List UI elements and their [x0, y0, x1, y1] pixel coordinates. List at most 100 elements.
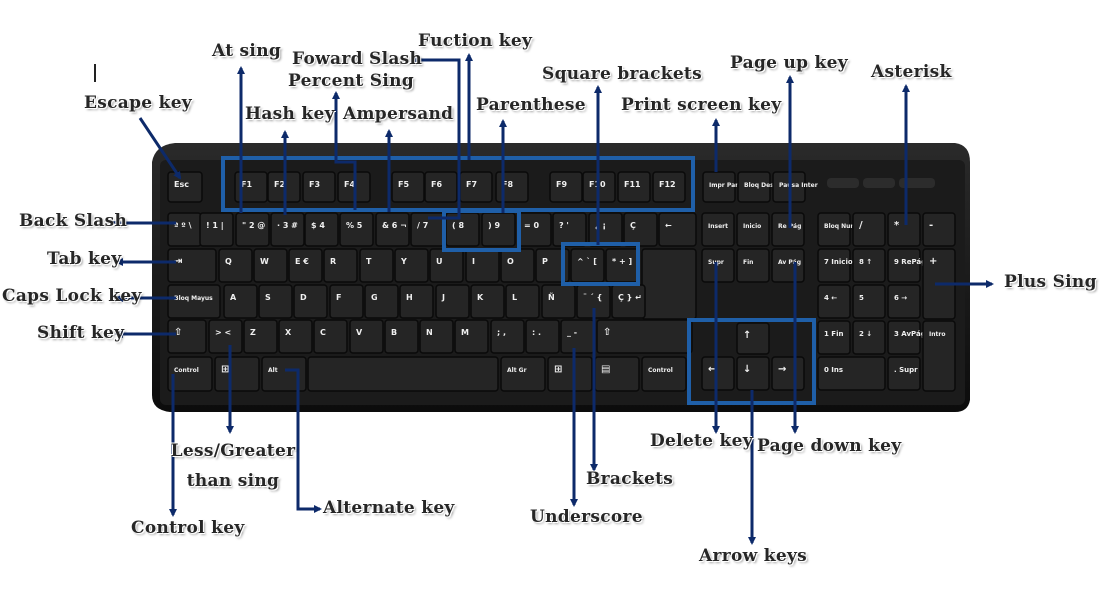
- left-win-key-keycap: [214, 356, 260, 392]
- z-row-key-7-keycap: [454, 319, 489, 354]
- numpad-5-key-keycap: [852, 284, 886, 319]
- f3-key-legend: F3: [309, 180, 320, 189]
- q-row-key-7-legend: I: [472, 257, 475, 266]
- label-delete-key: Delete key: [650, 431, 753, 451]
- z-row-key-6-keycap: [419, 319, 454, 354]
- f5-key-legend: F5: [398, 180, 409, 189]
- label-plus-sign: Plus Sing: [1004, 272, 1097, 292]
- f11-key-keycap: [617, 171, 651, 203]
- z-row-key-4-legend: V: [356, 328, 363, 337]
- q-row-key-4-legend: T: [366, 257, 372, 266]
- label-caps-lock-key: Caps Lock key: [2, 286, 142, 306]
- a-row-key-9-legend: Ñ: [548, 292, 555, 302]
- space-key-keycap: [307, 356, 499, 392]
- label-less-greater-line-1: Less/Greater: [170, 441, 296, 461]
- a-row-key-3-keycap: [329, 284, 364, 319]
- numpad-multiply-key-legend: *: [894, 220, 900, 231]
- led-indicator: [827, 178, 859, 188]
- num-row-key-5-keycap: [339, 212, 374, 247]
- q-row-key-6-legend: U: [436, 257, 443, 266]
- z-row-key-0-keycap: [208, 319, 243, 354]
- z-row-key-5-keycap: [384, 319, 419, 354]
- num-row-key-8-legend: ( 8: [452, 221, 464, 230]
- label-parenthese: Parenthese: [476, 95, 586, 115]
- right-shift-key-legend: ⇧: [603, 327, 611, 338]
- alt-key-legend: Alt: [268, 367, 278, 374]
- caps-lock-key-legend: Bloq Mayus: [174, 295, 213, 302]
- caps-lock-key-keycap: [167, 284, 221, 319]
- numpad-9-key-keycap: [887, 248, 921, 283]
- label-escape-key: Escape key: [84, 93, 192, 113]
- f1-key-keycap: [234, 171, 268, 203]
- num-row-key-6-keycap: [375, 212, 410, 247]
- num-row-key-2-legend: " 2 @: [242, 221, 265, 230]
- z-row-key-7-legend: M: [461, 328, 469, 337]
- left-control-key-keycap: [167, 356, 213, 392]
- numpad-5-key-legend: 5: [859, 294, 864, 302]
- num-row-key-14-legend: ←: [665, 221, 672, 230]
- left-control-key-legend: Control: [174, 367, 199, 374]
- a-row-key-0-legend: A: [230, 293, 237, 302]
- right-arrow-key-legend: →: [778, 364, 786, 375]
- numpad-minus-key-legend: -: [929, 220, 933, 231]
- numpad-4-key-keycap: [817, 284, 851, 319]
- numpad-8-key-legend: 8 ↑: [859, 258, 872, 266]
- f4-key-legend: F4: [344, 180, 355, 189]
- a-row-key-4-keycap: [364, 284, 399, 319]
- z-row-key-6-legend: N: [426, 328, 433, 337]
- numpad-0-key-legend: 0 Ins: [824, 366, 843, 374]
- down-arrow-key-legend: ↓: [743, 364, 751, 375]
- label-forward-slash: Foward Slash: [292, 49, 423, 69]
- num-row-key-2-keycap: [235, 212, 270, 247]
- num-row-key-11-keycap: [552, 212, 587, 247]
- a-row-key-9-keycap: [541, 284, 576, 319]
- arrow-escape-key: [138, 117, 182, 180]
- label-underscore: Underscore: [530, 507, 643, 527]
- q-row-key-9-keycap: [535, 248, 570, 283]
- num-row-key-13-keycap: [623, 212, 658, 247]
- numpad-enter-key-keycap: [922, 320, 956, 392]
- a-row-key-8-legend: L: [512, 293, 517, 302]
- enter-key-keycap: [641, 248, 697, 320]
- f5-key-keycap: [391, 171, 425, 203]
- a-row-key-6-keycap: [435, 284, 470, 319]
- home-key-legend: Inicio: [743, 223, 761, 230]
- numpad-enter-key-legend: Intro: [929, 331, 945, 338]
- q-row-key-0-legend: Q: [225, 257, 232, 266]
- numpad-plus-key-legend: +: [929, 256, 937, 267]
- z-row-key-8-keycap: [490, 319, 525, 354]
- z-row-key-1-keycap: [243, 319, 278, 354]
- f12-key-keycap: [652, 171, 686, 203]
- label-page-down-key: Page down key: [757, 436, 902, 456]
- num-row-key-1-legend: ! 1 |: [206, 221, 224, 230]
- num-row-key-3-legend: · 3 #: [277, 221, 298, 230]
- numpad-2-key-legend: 2 ↓: [859, 330, 872, 338]
- numpad-8-key-keycap: [852, 248, 886, 283]
- numpad-6-key-legend: 6 →: [894, 294, 907, 302]
- f9-key-legend: F9: [556, 180, 567, 189]
- a-row-key-2-legend: D: [300, 293, 307, 302]
- num-lock-key-keycap: [817, 212, 851, 247]
- label-print-screen-key: Print screen key: [621, 95, 782, 115]
- arrow-percent-sign: [332, 91, 357, 210]
- f12-key-legend: F12: [659, 180, 676, 189]
- delete-key-keycap: [701, 248, 735, 283]
- z-row-key-9-keycap: [525, 319, 560, 354]
- scroll-lock-key-legend: Bloq Despl: [744, 182, 780, 189]
- label-percent-sign: Percent Sing: [288, 71, 414, 91]
- f9-key-keycap: [549, 171, 583, 203]
- alt-gr-key-legend: Alt Gr: [507, 367, 527, 374]
- numpad-4-key-legend: 4 ←: [824, 294, 837, 302]
- z-row-key-10-keycap: [560, 319, 595, 354]
- f7-key-legend: F7: [466, 180, 477, 189]
- label-square-brackets: Square brackets: [542, 64, 702, 84]
- a-row-key-11-legend: Ç } ↵: [618, 293, 642, 302]
- z-row-key-0-legend: > <: [215, 328, 231, 337]
- insert-key-legend: Insert: [708, 223, 728, 230]
- num-lock-key-legend: Bloq Num: [824, 223, 857, 230]
- right-arrow-key-keycap: [771, 356, 805, 391]
- q-row-key-8-keycap: [500, 248, 535, 283]
- numpad-9-key-legend: 9 RePág: [894, 258, 926, 266]
- label-tab-key: Tab key: [47, 249, 122, 269]
